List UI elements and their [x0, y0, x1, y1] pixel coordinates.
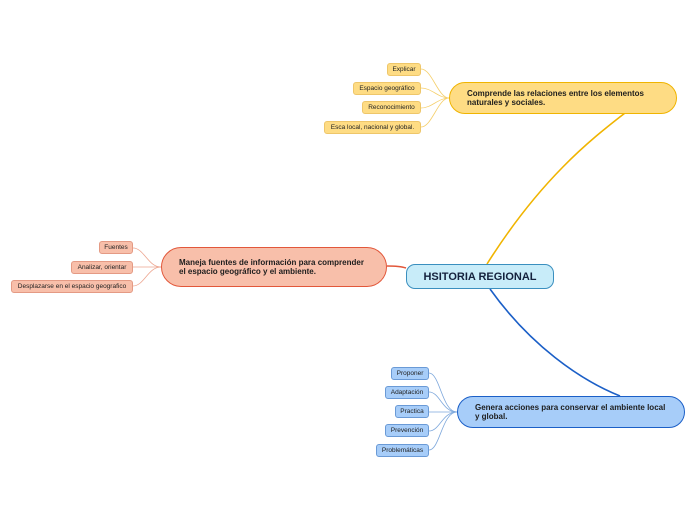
- main-topic-genera[interactable]: Genera acciones para conservar el ambien…: [457, 396, 685, 428]
- subtopic-label: Esca local, nacional y global.: [330, 124, 415, 131]
- subtopic-label: Prevención: [390, 427, 424, 434]
- main-topic-maneja[interactable]: Maneja fuentes de información para compr…: [161, 247, 387, 287]
- main-topic-comprende-label: Comprende las relaciones entre los eleme…: [467, 88, 644, 108]
- main-topic-comprende[interactable]: Comprende las relaciones entre los eleme…: [449, 82, 677, 114]
- subtopic-label: Analizar, orientar: [77, 264, 127, 271]
- main-topic-maneja-label: Maneja fuentes de información para compr…: [179, 257, 364, 277]
- link-red-leaf-1: [132, 247, 162, 268]
- subtopic-label: Problemáticas: [381, 447, 424, 454]
- subtopic-prevencion[interactable]: Prevención: [385, 424, 429, 437]
- subtopic-label: Fuentes: [104, 244, 128, 251]
- subtopic-label: Proponer: [396, 370, 424, 377]
- subtopic-problematicas[interactable]: Problemáticas: [376, 444, 429, 457]
- subtopic-label: Explicar: [392, 66, 416, 73]
- subtopic-proponer[interactable]: Proponer: [391, 367, 429, 380]
- subtopic-explicar[interactable]: Explicar: [387, 63, 421, 76]
- link-orange-leaf-1: [420, 68, 450, 99]
- subtopic-analizar[interactable]: Analizar, orientar: [71, 261, 133, 274]
- subtopic-adaptacion[interactable]: Adaptación: [385, 386, 429, 399]
- link-center-red: [386, 265, 407, 269]
- link-orange-leaf-4: [420, 97, 450, 128]
- subtopic-label: Espacio geográfico: [359, 85, 415, 92]
- subtopic-fuentes[interactable]: Fuentes: [99, 241, 133, 254]
- link-blue-leaf-1: [428, 372, 458, 413]
- subtopic-practica[interactable]: Practica: [395, 405, 429, 418]
- subtopic-reconocimiento[interactable]: Reconocimiento: [362, 101, 421, 114]
- central-topic-label: HSITORIA REGIONAL: [423, 270, 537, 283]
- subtopic-label: Practica: [400, 408, 424, 415]
- subtopic-label: Adaptación: [390, 389, 424, 396]
- central-topic[interactable]: HSITORIA REGIONAL: [406, 264, 554, 289]
- link-red-leaf-3: [132, 266, 162, 287]
- link-blue-leaf-5: [428, 411, 458, 451]
- subtopic-desplazarse[interactable]: Desplazarse en el espacio geografico: [11, 280, 133, 293]
- subtopic-espacio-geografico[interactable]: Espacio geográfico: [353, 82, 421, 95]
- link-center-orange: [486, 112, 626, 265]
- main-topic-genera-label: Genera acciones para conservar el ambien…: [475, 402, 666, 422]
- link-blue-leaf-2: [428, 391, 458, 413]
- subtopic-escala[interactable]: Esca local, nacional y global.: [324, 121, 421, 134]
- subtopic-label: Desplazarse en el espacio geografico: [17, 283, 127, 290]
- subtopic-label: Reconocimiento: [368, 104, 415, 111]
- link-center-blue: [489, 288, 621, 397]
- link-orange-leaf-2: [420, 87, 450, 99]
